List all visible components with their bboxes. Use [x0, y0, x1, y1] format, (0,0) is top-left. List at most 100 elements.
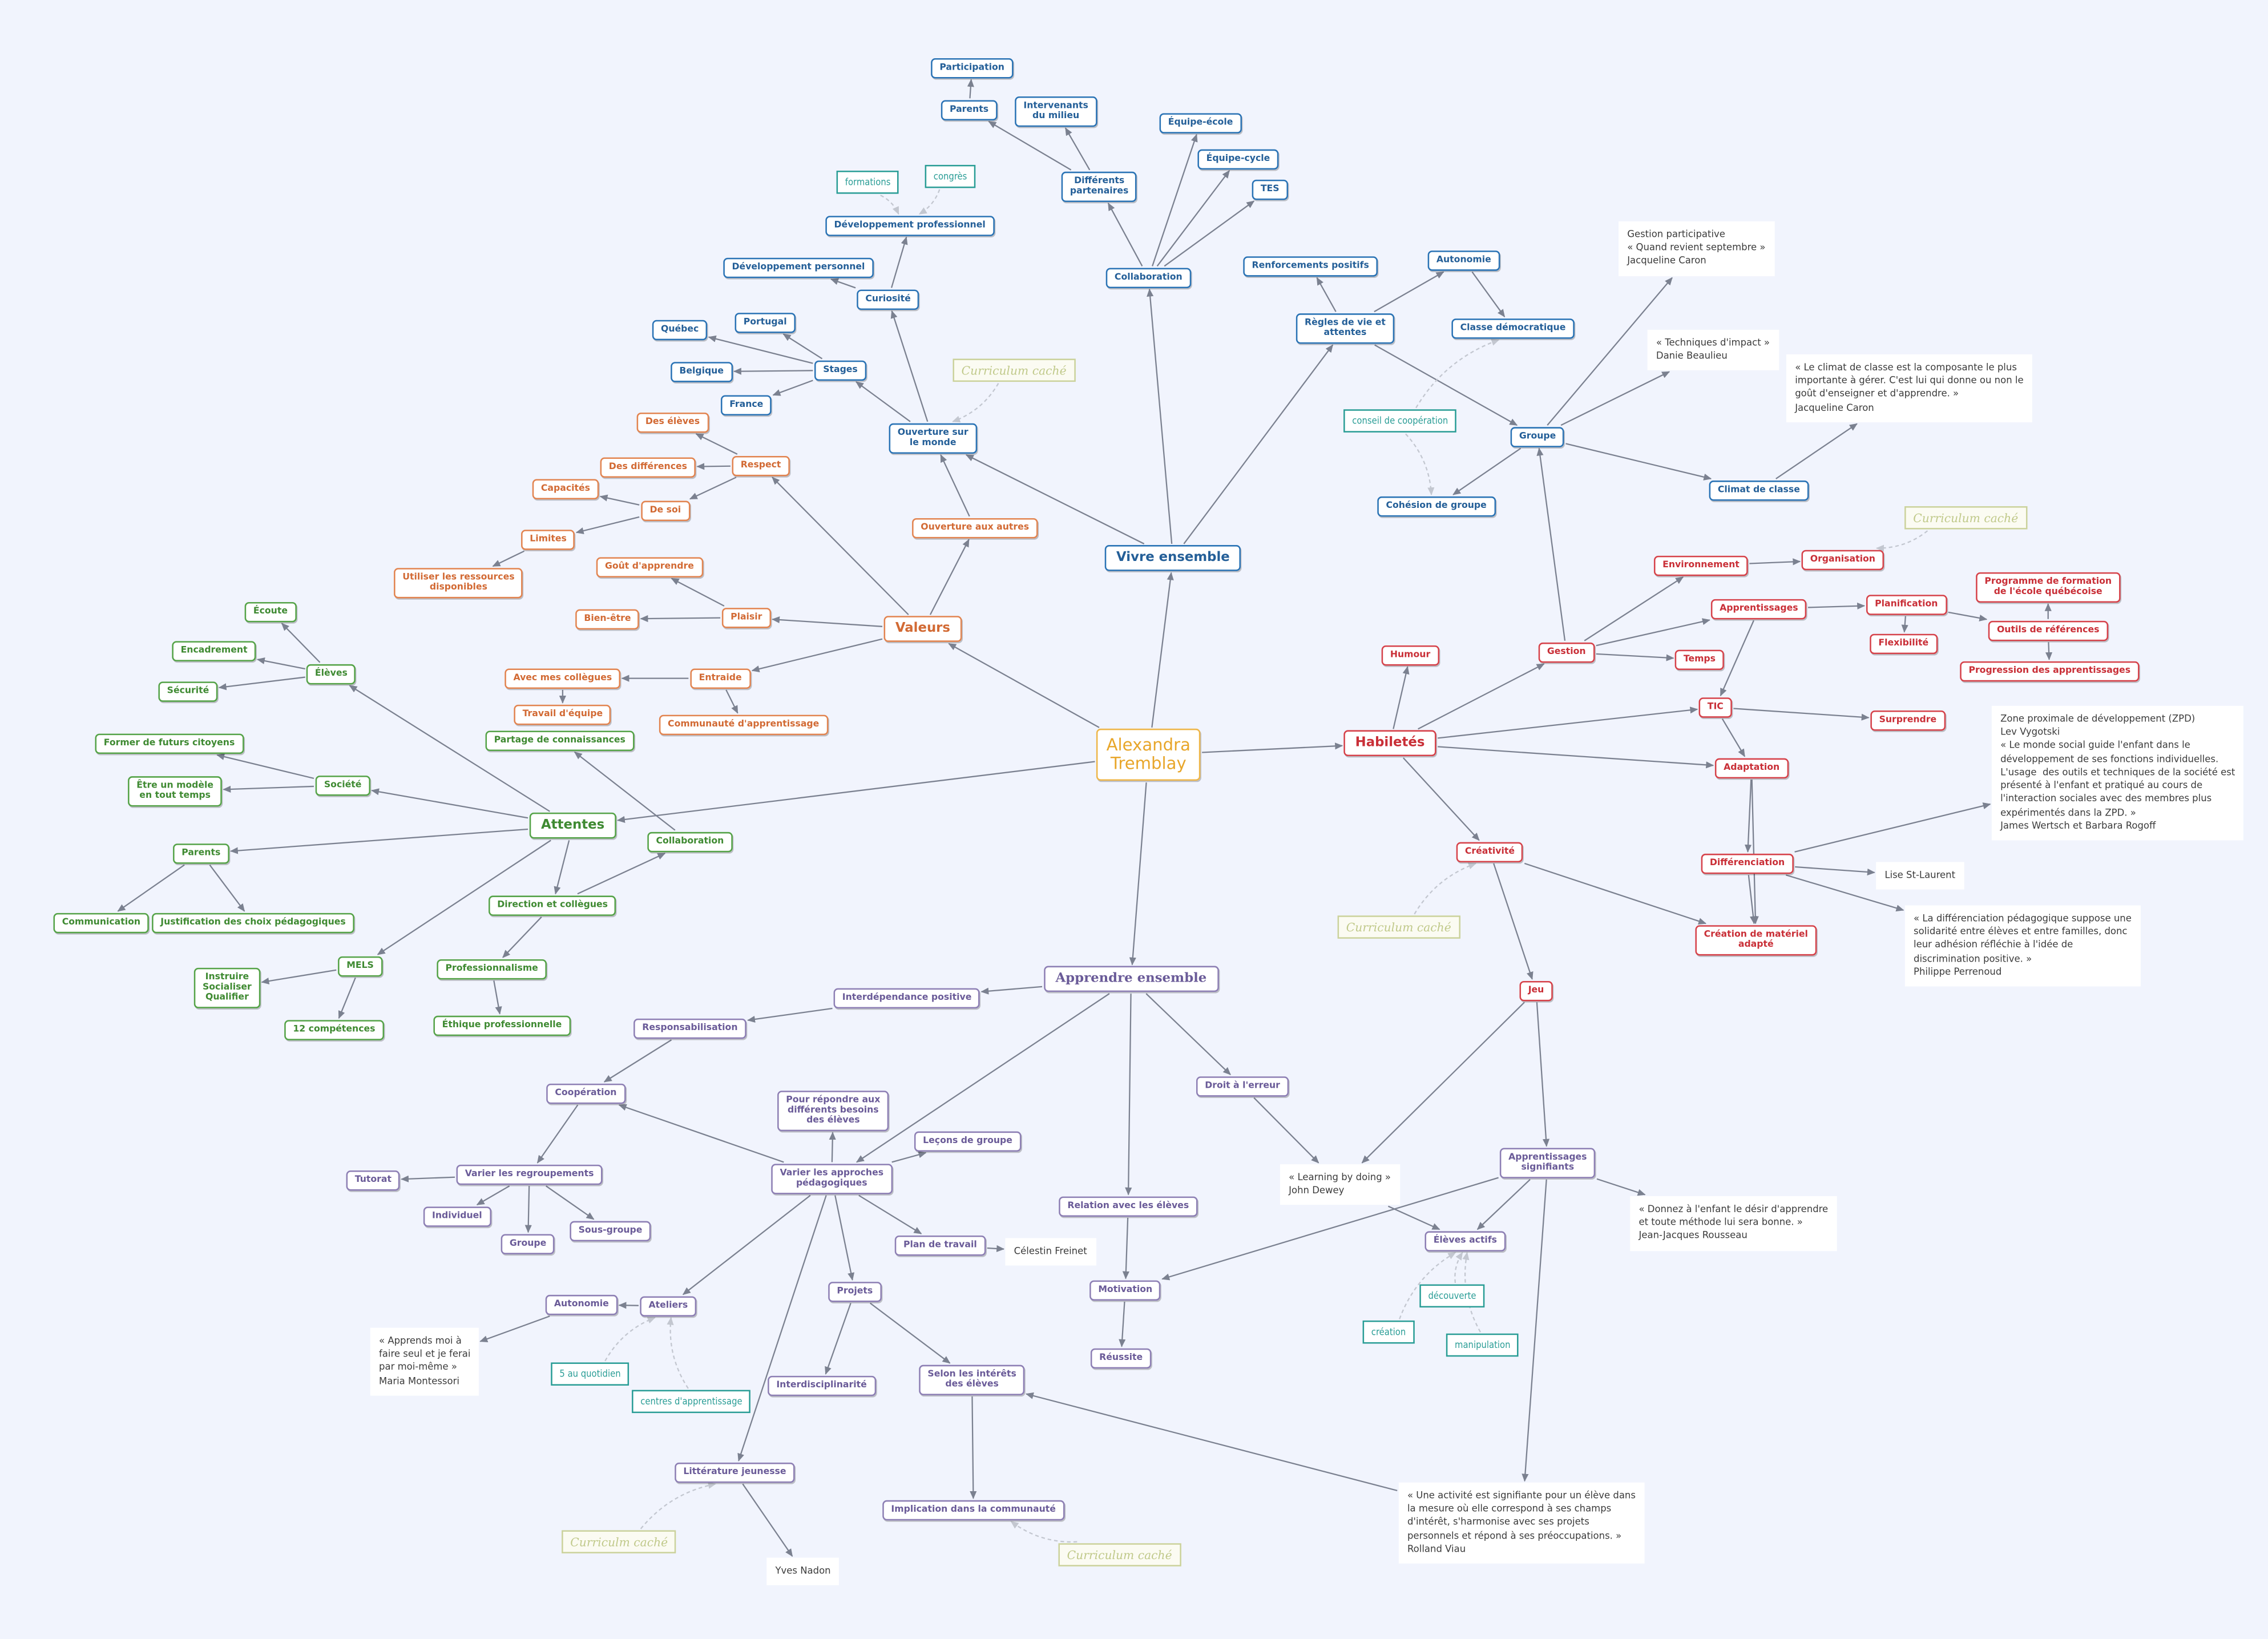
topic-gestion[interactable]: Gestion: [1538, 642, 1595, 663]
topic-renforcements-positifs[interactable]: Renforcements positifs: [1243, 256, 1378, 276]
topic-classe-democratique[interactable]: Classe démocratique: [1451, 318, 1575, 338]
topic-travail-d-equipe[interactable]: Travail d'équipe: [514, 704, 612, 725]
topic-outils-de-references[interactable]: Outils de références: [1988, 620, 2108, 641]
topic-intervenants[interactable]: Intervenants du milieu: [1015, 96, 1097, 127]
topic-curiosite[interactable]: Curiosité: [857, 289, 920, 309]
topic-differenciation[interactable]: Différenciation: [1701, 853, 1794, 874]
topic-securite[interactable]: Sécurité: [158, 681, 218, 701]
tag-formations[interactable]: formations: [836, 171, 899, 194]
topic-lecons-de-groupe[interactable]: Leçons de groupe: [914, 1131, 1022, 1151]
topic-equipe-ecole[interactable]: Équipe-école: [1159, 113, 1242, 133]
topic-planification[interactable]: Planification: [1866, 595, 1947, 615]
topic-projets[interactable]: Projets: [828, 1282, 882, 1302]
topic-parents-attentes[interactable]: Parents: [173, 843, 229, 863]
topic-apprentissages[interactable]: Apprentissages: [1710, 599, 1807, 619]
topic-instruire-socialiser-qualifier[interactable]: Instruire Socialiser Qualifier: [193, 967, 261, 1008]
topic-collaboration[interactable]: Collaboration: [1105, 268, 1191, 288]
topic-12-competences[interactable]: 12 compétences: [284, 1020, 384, 1040]
topic-adaptation[interactable]: Adaptation: [1714, 758, 1789, 778]
topic-interdisciplinarite[interactable]: Interdisciplinarité: [768, 1375, 875, 1396]
topic-ethique-professionnelle[interactable]: Éthique professionnelle: [433, 1015, 571, 1035]
central-topic[interactable]: Alexandra Tremblay: [1096, 728, 1201, 782]
topic-stages[interactable]: Stages: [814, 360, 866, 380]
topic-plaisir[interactable]: Plaisir: [721, 608, 771, 628]
topic-tes[interactable]: TES: [1252, 179, 1288, 200]
topic-eleves[interactable]: Élèves: [306, 664, 357, 684]
topic-avec-mes-collegues[interactable]: Avec mes collègues: [505, 668, 621, 688]
topic-groupe-regroupement[interactable]: Groupe: [501, 1234, 555, 1254]
topic-communaute-d-apprentissage[interactable]: Communauté d'apprentissage: [659, 714, 828, 734]
topic-limites[interactable]: Limites: [521, 530, 576, 550]
topic-temps[interactable]: Temps: [1674, 649, 1725, 669]
branch-attentes[interactable]: Attentes: [529, 812, 616, 839]
topic-reussite[interactable]: Réussite: [1090, 1348, 1152, 1368]
tag-curriculum-cache[interactable]: Curriculum caché: [1058, 1543, 1181, 1567]
topic-creativite[interactable]: Créativité: [1456, 842, 1524, 862]
tag-creation[interactable]: création: [1362, 1320, 1415, 1344]
topic-ouverture-sur-le-monde[interactable]: Ouverture sur le monde: [889, 423, 977, 454]
topic-selon-les-interets[interactable]: Selon les intérêts des élèves: [919, 1365, 1026, 1395]
topic-droit-a-l-erreur[interactable]: Droit à l'erreur: [1196, 1076, 1289, 1096]
tag-5-au-quotidien[interactable]: 5 au quotidien: [551, 1362, 629, 1386]
topic-individuel[interactable]: Individuel: [423, 1206, 491, 1226]
topic-humour[interactable]: Humour: [1381, 645, 1439, 665]
topic-plan-de-travail[interactable]: Plan de travail: [894, 1236, 986, 1256]
topic-sous-groupe[interactable]: Sous-groupe: [570, 1221, 651, 1241]
topic-organisation[interactable]: Organisation: [1801, 550, 1884, 570]
topic-equipe-cycle[interactable]: Équipe-cycle: [1197, 149, 1279, 169]
topic-direction-et-collegues[interactable]: Direction et collègues: [489, 895, 617, 915]
topic-encadrement[interactable]: Encadrement: [172, 641, 256, 661]
topic-responsabilisation[interactable]: Responsabilisation: [633, 1018, 746, 1039]
tag-centres-d-apprentissage[interactable]: centres d'apprentissage: [632, 1390, 751, 1414]
topic-differents-partenaires[interactable]: Différents partenaires: [1061, 171, 1137, 202]
topic-regles-de-vie[interactable]: Règles de vie et attentes: [1296, 313, 1395, 344]
tag-curriculum-cache[interactable]: Curriculm caché: [562, 1530, 677, 1553]
topic-groupe[interactable]: Groupe: [1510, 427, 1565, 447]
topic-pour-repondre-aux-besoins[interactable]: Pour répondre aux différents besoins des…: [777, 1091, 889, 1131]
topic-parents[interactable]: Parents: [941, 100, 998, 120]
branch-apprendre-ensemble[interactable]: Apprendre ensemble: [1044, 966, 1218, 993]
topic-implication-dans-la-communaute[interactable]: Implication dans la communauté: [882, 1500, 1065, 1520]
topic-autonomie[interactable]: Autonomie: [1427, 251, 1500, 271]
topic-tic[interactable]: TIC: [1698, 697, 1733, 717]
topic-tutorat[interactable]: Tutorat: [346, 1170, 401, 1190]
topic-creation-de-materiel-adapte[interactable]: Création de matériel adapté: [1695, 925, 1817, 955]
topic-ouverture-aux-autres[interactable]: Ouverture aux autres: [912, 518, 1038, 538]
topic-relation-avec-les-eleves[interactable]: Relation avec les élèves: [1059, 1196, 1198, 1216]
topic-former-de-futurs-citoyens[interactable]: Former de futurs citoyens: [95, 733, 244, 753]
tag-curriculum-cache[interactable]: Curriculum caché: [1904, 506, 2027, 530]
topic-bien-etre[interactable]: Bien-être: [575, 609, 640, 629]
branch-vivre-ensemble[interactable]: Vivre ensemble: [1104, 545, 1242, 572]
topic-cohesion-de-groupe[interactable]: Cohésion de groupe: [1377, 496, 1496, 516]
topic-programme-de-formation[interactable]: Programme de formation de l'école québéc…: [1976, 572, 2121, 603]
topic-communication[interactable]: Communication: [53, 913, 150, 933]
topic-motivation[interactable]: Motivation: [1089, 1280, 1161, 1300]
topic-utiliser-les-ressources[interactable]: Utiliser les ressources disponibles: [394, 568, 523, 598]
topic-climat-de-classe[interactable]: Climat de classe: [1709, 481, 1809, 500]
topic-jeu[interactable]: Jeu: [1519, 980, 1553, 1001]
topic-developpement-professionnel[interactable]: Développement professionnel: [825, 216, 994, 236]
tag-decouverte[interactable]: découverte: [1419, 1284, 1485, 1308]
topic-ecoute[interactable]: Écoute: [244, 601, 297, 622]
tag-conseil-de-cooperation[interactable]: conseil de coopération: [1343, 409, 1457, 433]
topic-des-eleves[interactable]: Des élèves: [636, 412, 709, 433]
tag-manipulation[interactable]: manipulation: [1446, 1333, 1519, 1357]
topic-apprentissages-signifiants[interactable]: Apprentissages signifiants: [1499, 1148, 1596, 1178]
topic-de-soi[interactable]: De soi: [641, 500, 690, 520]
topic-environnement[interactable]: Environnement: [1653, 555, 1748, 576]
topic-quebec[interactable]: Québec: [652, 320, 708, 340]
topic-progression-des-apprentissages[interactable]: Progression des apprentissages: [1960, 661, 2140, 681]
topic-litterature-jeunesse[interactable]: Littérature jeunesse: [675, 1462, 795, 1483]
topic-collaboration-attentes[interactable]: Collaboration: [647, 831, 733, 852]
topic-entraide[interactable]: Entraide: [690, 668, 750, 688]
topic-developpement-personnel[interactable]: Développement personnel: [723, 257, 874, 277]
tag-congres[interactable]: congrès: [925, 164, 976, 188]
topic-des-differences[interactable]: Des différences: [600, 457, 696, 477]
topic-mels[interactable]: MELS: [338, 956, 383, 976]
topic-societe[interactable]: Société: [315, 776, 370, 796]
tag-curriculum-cache[interactable]: Curriculum caché: [1337, 915, 1460, 939]
topic-belgique[interactable]: Belgique: [671, 362, 733, 382]
topic-varier-les-approches[interactable]: Varier les approches pédagogiques: [771, 1164, 893, 1194]
branch-habiletes[interactable]: Habiletés: [1343, 730, 1436, 757]
topic-respect[interactable]: Respect: [732, 455, 790, 476]
